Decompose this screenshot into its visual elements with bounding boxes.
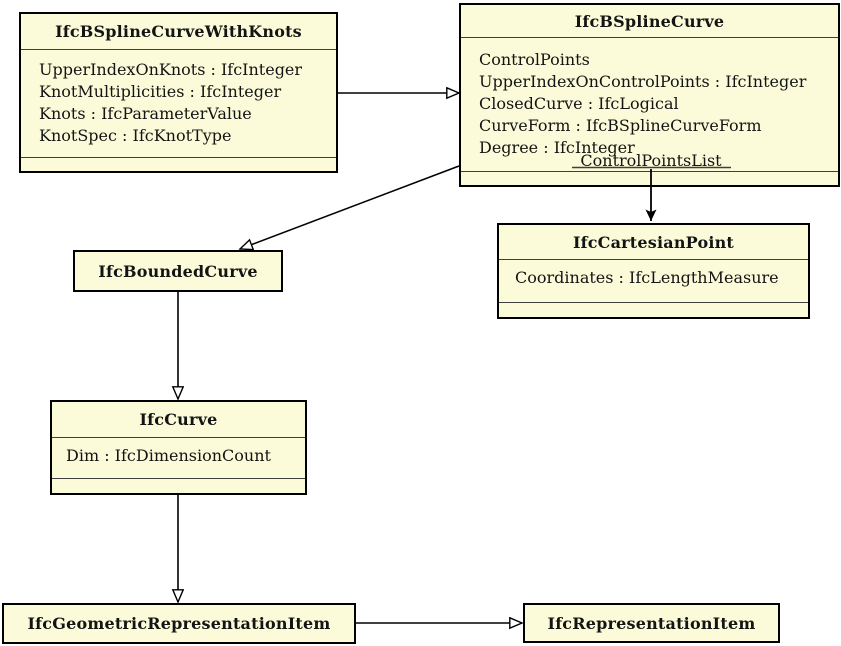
class-title: IfcRepresentationItem bbox=[547, 613, 756, 633]
class-operations-compartment bbox=[499, 302, 808, 317]
class-attributes: Dim : IfcDimensionCount bbox=[52, 438, 305, 478]
attribute-row: KnotMultiplicities : IfcInteger bbox=[39, 82, 282, 101]
attribute-row: ClosedCurve : IfcLogical bbox=[479, 94, 679, 113]
attribute-row: Knots : IfcParameterValue bbox=[39, 104, 252, 123]
class-ifc-bspline-curve-with-knots[interactable]: IfcBSplineCurveWithKnots UpperIndexOnKno… bbox=[19, 12, 338, 173]
attribute-row: Dim : IfcDimensionCount bbox=[66, 446, 271, 465]
attribute-row: CurveForm : IfcBSplineCurveForm bbox=[479, 116, 762, 135]
class-ifc-geometric-representation-item[interactable]: IfcGeometricRepresentationItem bbox=[2, 603, 356, 644]
class-title: IfcBSplineCurve bbox=[461, 5, 838, 38]
class-title: IfcBSplineCurveWithKnots bbox=[21, 14, 336, 50]
attribute-row: UpperIndexOnKnots : IfcInteger bbox=[39, 60, 303, 79]
class-ifc-bounded-curve[interactable]: IfcBoundedCurve bbox=[73, 250, 283, 292]
class-title: IfcCurve bbox=[52, 402, 305, 438]
attribute-row: Coordinates : IfcLengthMeasure bbox=[515, 268, 779, 287]
class-title: IfcBoundedCurve bbox=[98, 261, 258, 281]
class-attributes: ControlPoints UpperIndexOnControlPoints … bbox=[461, 38, 838, 171]
class-ifc-bspline-curve[interactable]: IfcBSplineCurve ControlPoints UpperIndex… bbox=[459, 3, 840, 187]
class-operations-compartment bbox=[52, 478, 305, 493]
class-title: IfcCartesianPoint bbox=[499, 225, 808, 260]
association-label-control-points-list: ControlPointsList bbox=[580, 151, 722, 170]
class-ifc-curve[interactable]: IfcCurve Dim : IfcDimensionCount bbox=[50, 400, 307, 495]
attribute-row: ControlPoints bbox=[479, 50, 590, 69]
class-ifc-cartesian-point[interactable]: IfcCartesianPoint Coordinates : IfcLengt… bbox=[497, 223, 810, 319]
attribute-row: UpperIndexOnControlPoints : IfcInteger bbox=[479, 72, 807, 91]
class-operations-compartment bbox=[461, 171, 838, 185]
class-title: IfcGeometricRepresentationItem bbox=[27, 614, 331, 633]
attribute-row: KnotSpec : IfcKnotType bbox=[39, 126, 232, 145]
attribute-row: Degree : IfcInteger bbox=[479, 138, 635, 157]
generalization-arrow-bsplinecurve-to-boundedcurve bbox=[240, 165, 460, 249]
class-attributes: Coordinates : IfcLengthMeasure bbox=[499, 260, 808, 302]
class-ifc-representation-item[interactable]: IfcRepresentationItem bbox=[523, 603, 780, 643]
class-operations-compartment bbox=[21, 157, 336, 171]
class-attributes: UpperIndexOnKnots : IfcInteger KnotMulti… bbox=[21, 50, 336, 157]
